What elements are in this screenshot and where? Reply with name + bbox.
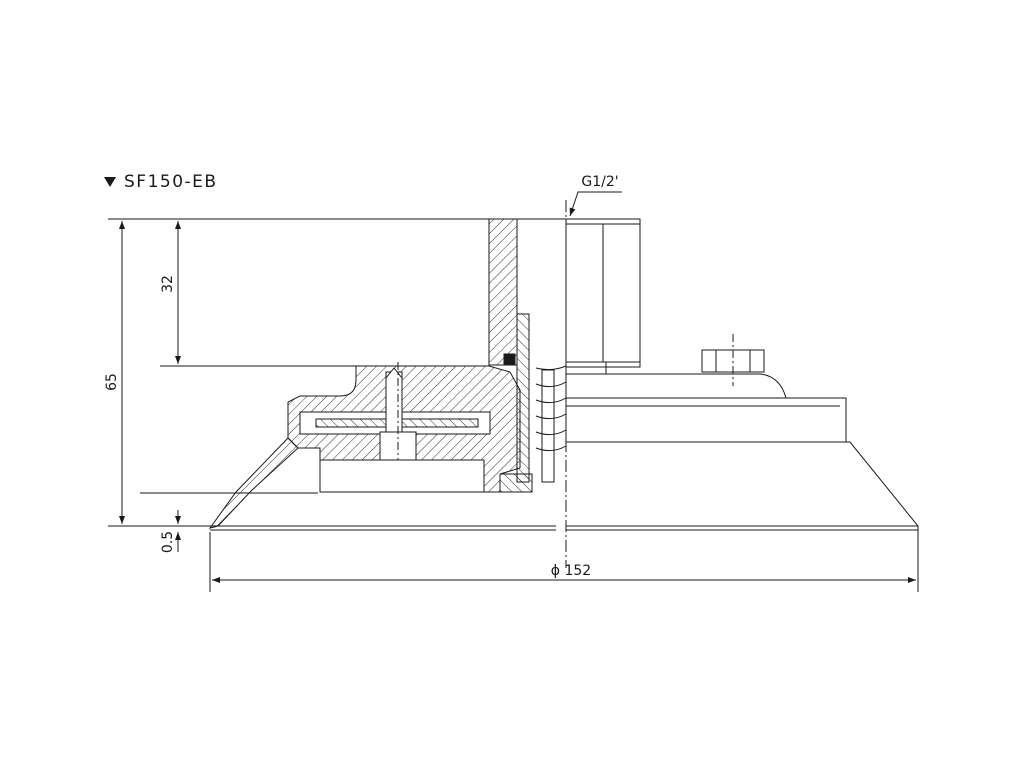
- drawing-title: SF150-EB: [104, 171, 218, 193]
- model-label: SF150-EB: [124, 172, 218, 192]
- thread-leader: [569, 191, 622, 217]
- foot-section: [499, 473, 533, 493]
- center-pin: [385, 371, 403, 433]
- triangle-marker-icon: [104, 177, 116, 187]
- flange: [565, 397, 847, 443]
- seal-block: [503, 353, 516, 366]
- lower-plate: [319, 459, 485, 493]
- dim-05-label: 0.5: [160, 531, 176, 553]
- coupling-neck: [565, 361, 607, 375]
- dim-32-label: 32: [160, 275, 176, 293]
- thread-label: G1/2': [581, 174, 618, 190]
- hex-coupling: [565, 218, 641, 368]
- pin-head: [385, 367, 403, 379]
- collar: [565, 373, 787, 399]
- dim-152-label: ϕ 152: [551, 563, 591, 579]
- suction-lip: [208, 437, 299, 529]
- dim-65-label: 65: [104, 373, 120, 391]
- spring-coils: [535, 365, 567, 483]
- cone-body: [566, 441, 919, 592]
- tube-section: [488, 218, 518, 366]
